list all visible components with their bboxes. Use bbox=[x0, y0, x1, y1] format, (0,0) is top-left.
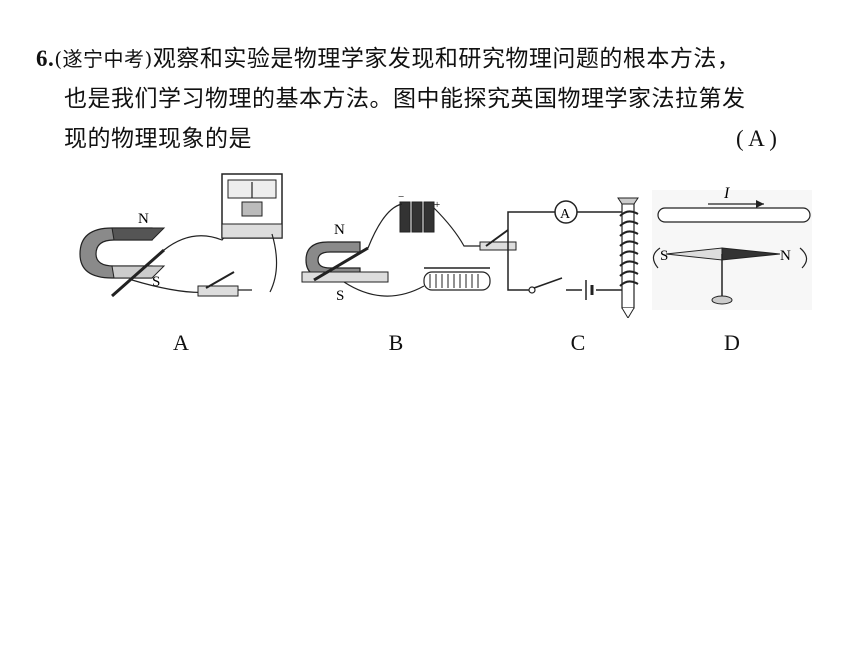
question-text-1: 观察和实验是物理学家发现和研究物理问题的根本方法， bbox=[152, 46, 741, 72]
battery-b bbox=[423, 201, 435, 233]
label-s-b: S bbox=[336, 288, 344, 304]
answer-blank: ( A ) bbox=[736, 126, 777, 151]
question-line-3: 现的物理现象的是 bbox=[64, 126, 252, 152]
ammeter-c bbox=[554, 200, 578, 224]
label-s-a: S bbox=[152, 274, 160, 290]
battery-plus-label: + bbox=[434, 199, 440, 211]
question-source: (遂宁中考) bbox=[54, 47, 153, 71]
question-number: 6. bbox=[36, 46, 55, 71]
figure-a: N S bbox=[79, 173, 283, 298]
experiment-figures: N S N S − + bbox=[79, 173, 812, 318]
u-magnet-b bbox=[305, 241, 361, 279]
question-line-2: 也是我们学习物理的基本方法。图中能探究英国物理学家法拉第发 bbox=[64, 86, 746, 112]
figure-b: N S − + bbox=[301, 191, 517, 304]
ammeter-label: A bbox=[560, 207, 571, 222]
rheostat-b bbox=[423, 271, 491, 291]
straight-wire-d bbox=[657, 207, 811, 223]
switch-c bbox=[533, 277, 563, 289]
figure-label-c: C bbox=[570, 330, 586, 355]
figure-c: A bbox=[507, 197, 639, 318]
figure-label-d: D bbox=[724, 330, 740, 355]
label-n-a: N bbox=[138, 211, 149, 227]
battery-minus-label: − bbox=[398, 191, 404, 203]
switch-a bbox=[197, 285, 239, 297]
label-n-d: N bbox=[780, 248, 791, 264]
figure-d: I S N bbox=[652, 185, 812, 310]
label-n-b: N bbox=[334, 222, 345, 238]
figure-label-b: B bbox=[388, 330, 404, 355]
current-label: I bbox=[723, 185, 730, 202]
figure-label-a: A bbox=[173, 330, 189, 355]
question-line-1: 6.(遂宁中考)观察和实验是物理学家发现和研究物理问题的根本方法， bbox=[36, 44, 740, 74]
switch-b bbox=[479, 241, 517, 251]
label-s-d: S bbox=[660, 248, 668, 264]
